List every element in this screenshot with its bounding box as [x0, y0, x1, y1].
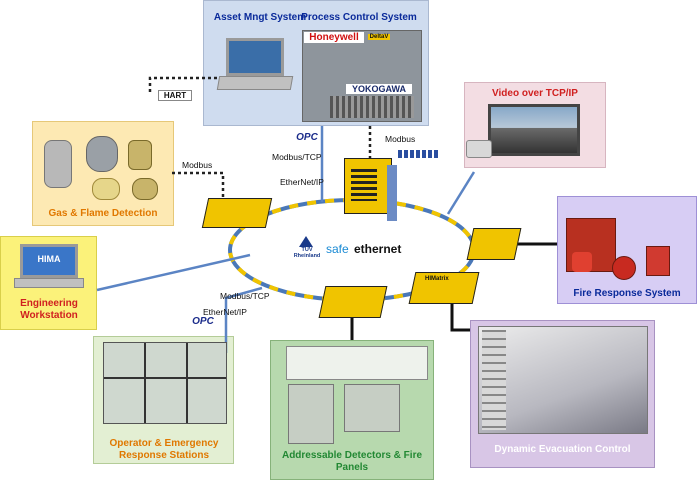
operator-title: Operator & Emergency Response Stations	[109, 438, 219, 461]
link-engineering	[96, 253, 251, 292]
video-title: Video over TCP/IP	[492, 88, 578, 99]
modbus-label-right: Modbus	[385, 134, 416, 144]
link-evacuation	[450, 298, 470, 332]
ethernet-label: ethernet	[354, 242, 402, 256]
ethernet-ip-label-top: EtherNet/IP	[280, 177, 324, 187]
engineering-title: Engineering Workstation	[20, 298, 78, 321]
sensor-icon	[128, 140, 152, 170]
ethernet-ip-label-bottom: EtherNet/IP	[203, 307, 247, 317]
profibus-logo	[398, 150, 438, 158]
fire-panel-right-icon	[344, 384, 400, 432]
sensor-head-icon-2	[132, 178, 158, 200]
fire-alarm-box-icon	[646, 246, 670, 276]
detector-wiring-diagram	[286, 346, 428, 380]
video-monitor-icon	[488, 104, 580, 156]
himatrix-label: HIMatrix	[425, 276, 449, 282]
tuv-logo: TÜV Rheinland	[293, 247, 321, 259]
opc-logo-top: OPC	[296, 132, 318, 143]
modbus-label-left: Modbus	[182, 160, 213, 170]
detectors-title: Addressable Detectors & Fire Panels	[281, 450, 423, 473]
camera-icon	[466, 140, 492, 158]
fire-bell-icon	[612, 256, 636, 280]
yokogawa-logo: YOKOGAWA	[346, 84, 412, 94]
flame-detector-icon	[44, 140, 72, 188]
hart-badge: HART	[158, 90, 192, 101]
link-operator	[224, 286, 263, 353]
rack-equipment-icon	[330, 96, 414, 118]
link-video	[446, 171, 476, 215]
gas-flame-title: Gas & Flame Detection	[48, 208, 158, 219]
himatrix-controller-bottom-left	[318, 286, 388, 318]
himatrix-controller-right-top	[466, 228, 522, 260]
fire-response-title: Fire Response System	[573, 288, 681, 299]
laptop-icon	[216, 38, 294, 96]
modbus-tcp-label-top: Modbus/TCP	[272, 152, 322, 162]
modbus-tcp-label-bottom: Modbus/TCP	[220, 291, 270, 301]
honeywell-logo: Honeywell	[304, 32, 364, 43]
safe-label: safe	[326, 242, 349, 256]
stairwell-icon	[482, 330, 506, 430]
himatrix-controller-left	[201, 198, 273, 228]
modbus-link-gas	[172, 171, 225, 198]
gas-detector-icon	[86, 136, 118, 172]
hart-link	[148, 76, 223, 95]
fire-siren-icon	[572, 252, 592, 272]
asset-mngt-title: Asset Mngt System	[213, 12, 307, 23]
building-floorplan-icon	[478, 326, 648, 434]
evacuation-title: Dynamic Evacuation Control	[494, 444, 631, 455]
fire-panel-left-icon	[288, 384, 334, 444]
himatrix-central-controller	[344, 158, 397, 221]
control-room-monitors-icon	[103, 342, 227, 424]
tuv-triangle-icon	[299, 236, 313, 247]
hima-logo: HIMA	[37, 254, 61, 264]
sensor-head-icon	[92, 178, 120, 200]
workstation-laptop-icon	[14, 244, 84, 290]
opc-logo-bottom: OPC	[192, 316, 214, 327]
deltav-logo: DeltaV	[368, 34, 390, 40]
process-control-title: Process Control System	[301, 12, 417, 23]
